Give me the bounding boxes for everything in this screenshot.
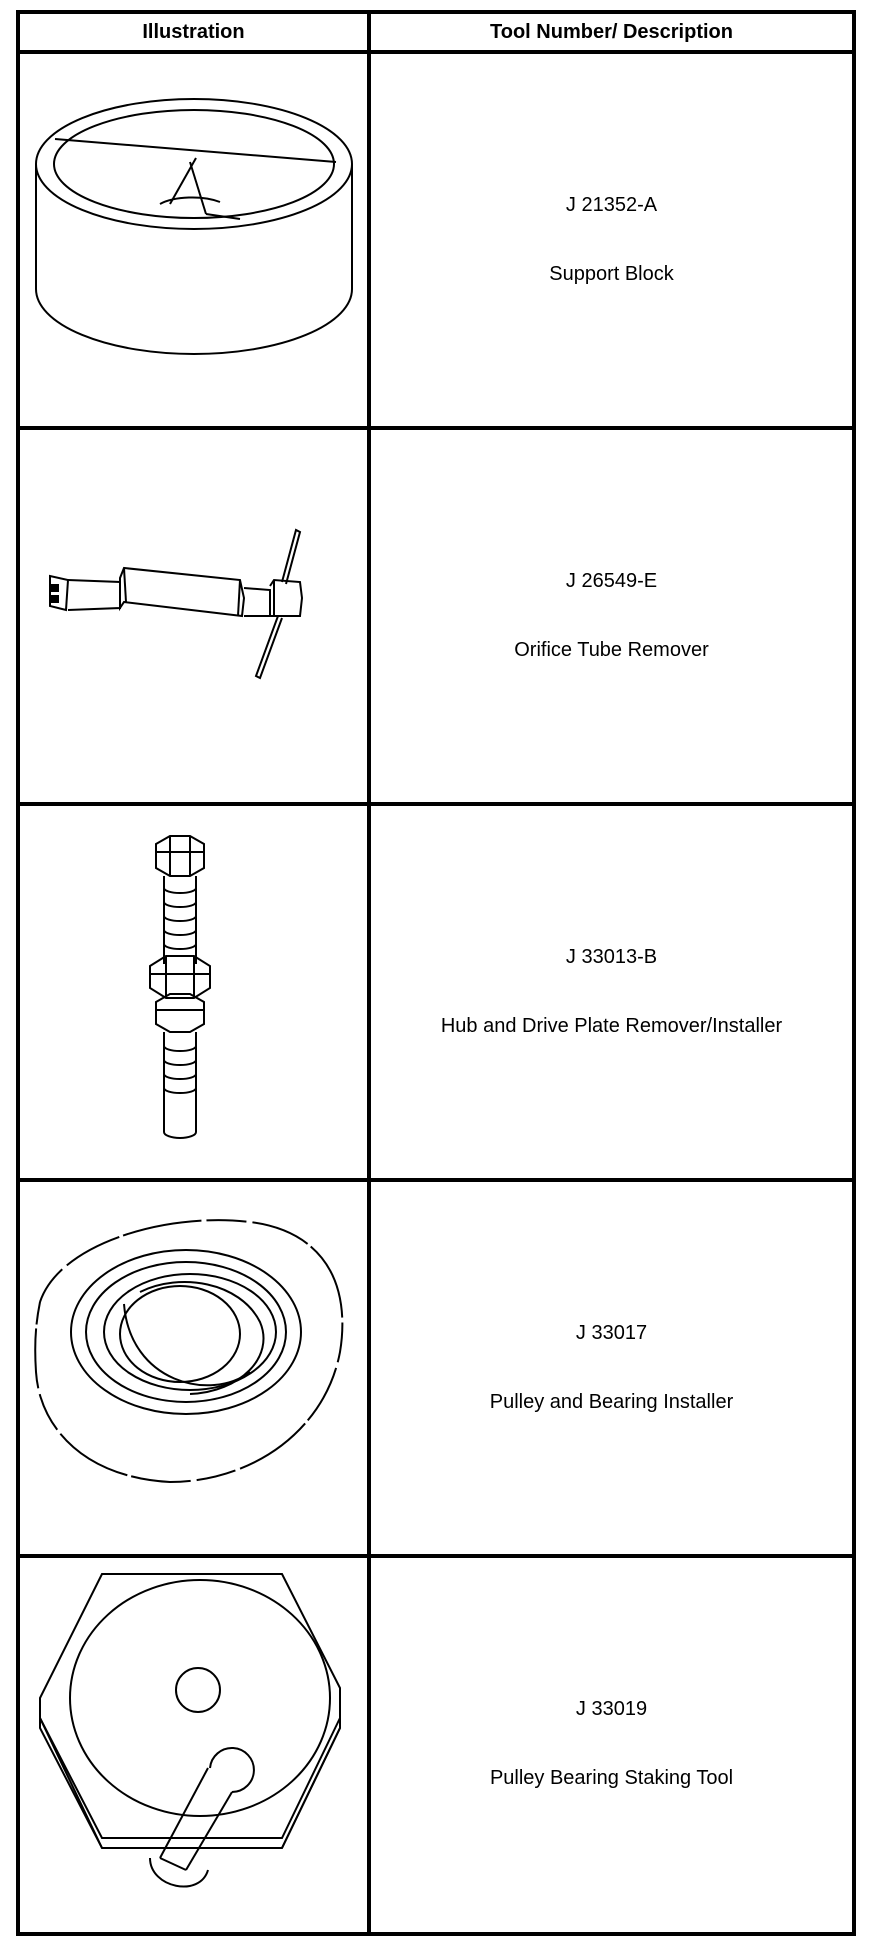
tool-number: J 33019 bbox=[575, 1698, 648, 1720]
tool-number: J 26549-E bbox=[565, 570, 658, 592]
table-row: J 33017 Pulley and Bearing Installer bbox=[20, 1182, 852, 1558]
tool-description: Pulley Bearing Staking Tool bbox=[489, 1767, 734, 1789]
tool-description: Orifice Tube Remover bbox=[514, 639, 709, 661]
tool-description-cell: J 26549-E Orifice Tube Remover bbox=[371, 430, 852, 802]
table-row: J 33013-B Hub and Drive Plate Remover/In… bbox=[20, 806, 852, 1182]
support-block-icon bbox=[20, 54, 367, 426]
tool-number: J 21352-A bbox=[565, 194, 658, 216]
tool-description-cell: J 33013-B Hub and Drive Plate Remover/In… bbox=[371, 806, 852, 1178]
orifice-tube-remover-icon bbox=[20, 430, 367, 802]
tool-description-cell: J 33017 Pulley and Bearing Installer bbox=[371, 1182, 852, 1554]
tool-table: Illustration Tool Number/ Description J … bbox=[16, 10, 856, 1936]
table-row: J 26549-E Orifice Tube Remover bbox=[20, 430, 852, 806]
tool-number: J 33013-B bbox=[565, 946, 658, 968]
pulley-bearing-installer-icon bbox=[20, 1182, 367, 1554]
header-tool-description: Tool Number/ Description bbox=[490, 21, 733, 43]
tool-description-cell: J 21352-A Support Block bbox=[371, 54, 852, 426]
tool-number: J 33017 bbox=[575, 1322, 648, 1344]
tool-description-cell: J 33019 Pulley Bearing Staking Tool bbox=[371, 1558, 852, 1930]
tool-description: Pulley and Bearing Installer bbox=[489, 1391, 734, 1413]
staking-tool-icon bbox=[20, 1558, 367, 1930]
table-header: Illustration Tool Number/ Description bbox=[20, 14, 852, 54]
table-row: J 21352-A Support Block bbox=[20, 54, 852, 430]
hub-drive-plate-tool-icon bbox=[20, 806, 367, 1178]
tool-description: Support Block bbox=[549, 263, 674, 285]
table-row: J 33019 Pulley Bearing Staking Tool bbox=[20, 1558, 852, 1934]
header-illustration: Illustration bbox=[142, 21, 245, 43]
column-divider bbox=[367, 14, 371, 1932]
tool-description: Hub and Drive Plate Remover/Installer bbox=[440, 1015, 783, 1037]
